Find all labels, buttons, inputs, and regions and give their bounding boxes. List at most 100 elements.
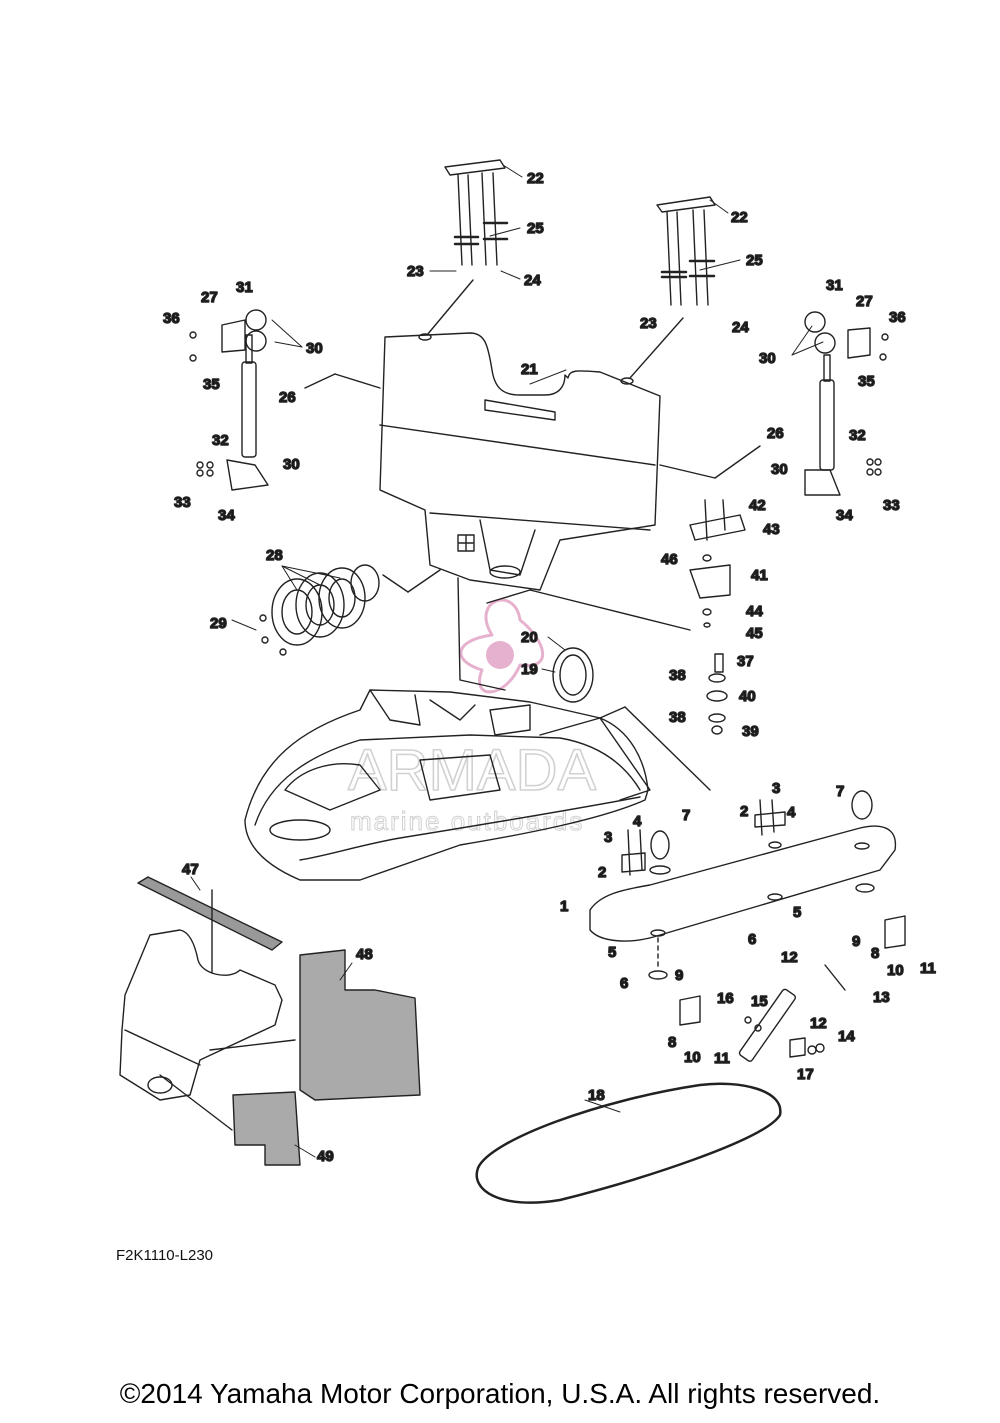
callout-48: 48 — [356, 946, 373, 963]
callout-8: 8 — [668, 1034, 676, 1051]
callout-34b: 34 — [836, 507, 853, 524]
callout-12b: 12 — [810, 1015, 827, 1032]
callout-46: 46 — [661, 551, 678, 568]
boat-hull — [244, 689, 711, 881]
callout-31b: 31 — [826, 277, 843, 294]
callout-16: 16 — [717, 990, 734, 1007]
callout-24b: 24 — [732, 319, 749, 336]
callout-7b: 7 — [836, 783, 844, 800]
part-48-mat — [299, 949, 421, 1101]
callout-22b: 22 — [731, 209, 748, 226]
callout-1: 1 — [560, 898, 568, 915]
callout-21: 21 — [521, 361, 538, 378]
callout-10b: 10 — [887, 962, 904, 979]
callout-11b: 11 — [920, 960, 936, 977]
lower-hinge-hardware — [679, 915, 906, 1062]
callout-25: 25 — [527, 220, 544, 237]
callout-labels: 1 2 2 3 3 4 4 5 5 6 6 7 7 8 8 9 9 10 10 … — [162, 169, 936, 1165]
callout-14: 14 — [838, 1028, 855, 1045]
callout-2b: 2 — [740, 803, 748, 820]
hinge-set-right — [629, 196, 716, 379]
bracket-stack — [689, 499, 746, 735]
callout-27: 27 — [201, 289, 218, 306]
part-47-strip — [137, 876, 283, 951]
callout-4: 4 — [633, 813, 642, 830]
leader-hatch-bracket — [486, 589, 691, 631]
leader-hatch-hull — [457, 577, 506, 691]
vent-rings — [259, 564, 441, 656]
callout-26: 26 — [279, 389, 296, 406]
callout-35: 35 — [203, 376, 220, 393]
watermark-brand: ARMADA — [348, 738, 596, 803]
callout-18: 18 — [588, 1087, 605, 1104]
callout-15: 15 — [751, 993, 768, 1010]
callout-33: 33 — [174, 494, 191, 511]
diagram-code: F2K1110-L230 — [116, 1247, 214, 1264]
callout-30b: 30 — [283, 456, 300, 473]
callout-10: 10 — [684, 1049, 701, 1066]
callout-27b: 27 — [856, 293, 873, 310]
callout-23: 23 — [407, 263, 424, 280]
part-21-hatch — [379, 332, 661, 591]
gas-strut-left — [189, 309, 381, 491]
callout-3: 3 — [604, 829, 612, 846]
callout-3b: 3 — [772, 780, 780, 797]
callout-41: 41 — [751, 567, 768, 584]
callout-leaders — [190, 164, 824, 1158]
callout-29: 29 — [210, 615, 227, 632]
callout-44: 44 — [746, 603, 763, 620]
callout-6b: 6 — [748, 931, 756, 948]
watermark: ARMADA marine outboards — [347, 598, 597, 837]
callout-36b: 36 — [889, 309, 906, 326]
hinge-set-left — [426, 159, 509, 336]
callout-43: 43 — [763, 521, 780, 538]
watermark-tagline: marine outboards — [350, 806, 584, 836]
callout-13: 13 — [873, 989, 890, 1006]
callout-7: 7 — [682, 807, 690, 824]
callout-49: 49 — [317, 1148, 334, 1165]
callout-37: 37 — [737, 653, 754, 670]
callout-34: 34 — [218, 507, 235, 524]
callout-17: 17 — [797, 1066, 814, 1083]
callout-20: 20 — [521, 629, 538, 646]
callout-23b: 23 — [640, 315, 657, 332]
part-1-panel — [589, 790, 897, 980]
callout-2: 2 — [598, 864, 606, 881]
callout-32: 32 — [212, 432, 229, 449]
callout-4b: 4 — [787, 804, 796, 821]
copyright-notice: ©2014 Yamaha Motor Corporation, U.S.A. A… — [119, 1378, 881, 1409]
callout-42: 42 — [749, 497, 766, 514]
callout-35b: 35 — [858, 373, 875, 390]
callout-9b: 9 — [852, 933, 860, 950]
callout-28: 28 — [266, 547, 283, 564]
callout-9: 9 — [675, 967, 683, 984]
callout-22: 22 — [527, 170, 544, 187]
part-20-ring — [552, 647, 594, 703]
callout-45: 45 — [746, 625, 763, 642]
callout-39: 39 — [742, 723, 759, 740]
callout-5b: 5 — [793, 904, 801, 921]
callout-8b: 8 — [871, 945, 879, 962]
callout-19: 19 — [521, 661, 538, 678]
callout-25b: 25 — [746, 252, 763, 269]
callout-32b: 32 — [849, 427, 866, 444]
callout-30: 30 — [306, 340, 323, 357]
callout-31: 31 — [236, 279, 253, 296]
callout-6: 6 — [620, 975, 628, 992]
callout-11: 11 — [714, 1050, 730, 1067]
compartment-liner — [119, 889, 296, 1131]
gas-strut-right — [659, 311, 889, 496]
part-49-mat — [232, 1091, 301, 1166]
callout-12: 12 — [781, 949, 798, 966]
callout-38b: 38 — [669, 709, 686, 726]
callout-26b: 26 — [767, 425, 784, 442]
callout-38: 38 — [669, 667, 686, 684]
callout-47: 47 — [182, 861, 199, 878]
part-18-seal — [475, 1082, 782, 1204]
callout-30c: 30 — [759, 350, 776, 367]
callout-5: 5 — [608, 944, 616, 961]
callout-36: 36 — [163, 310, 180, 327]
callout-30d: 30 — [771, 461, 788, 478]
